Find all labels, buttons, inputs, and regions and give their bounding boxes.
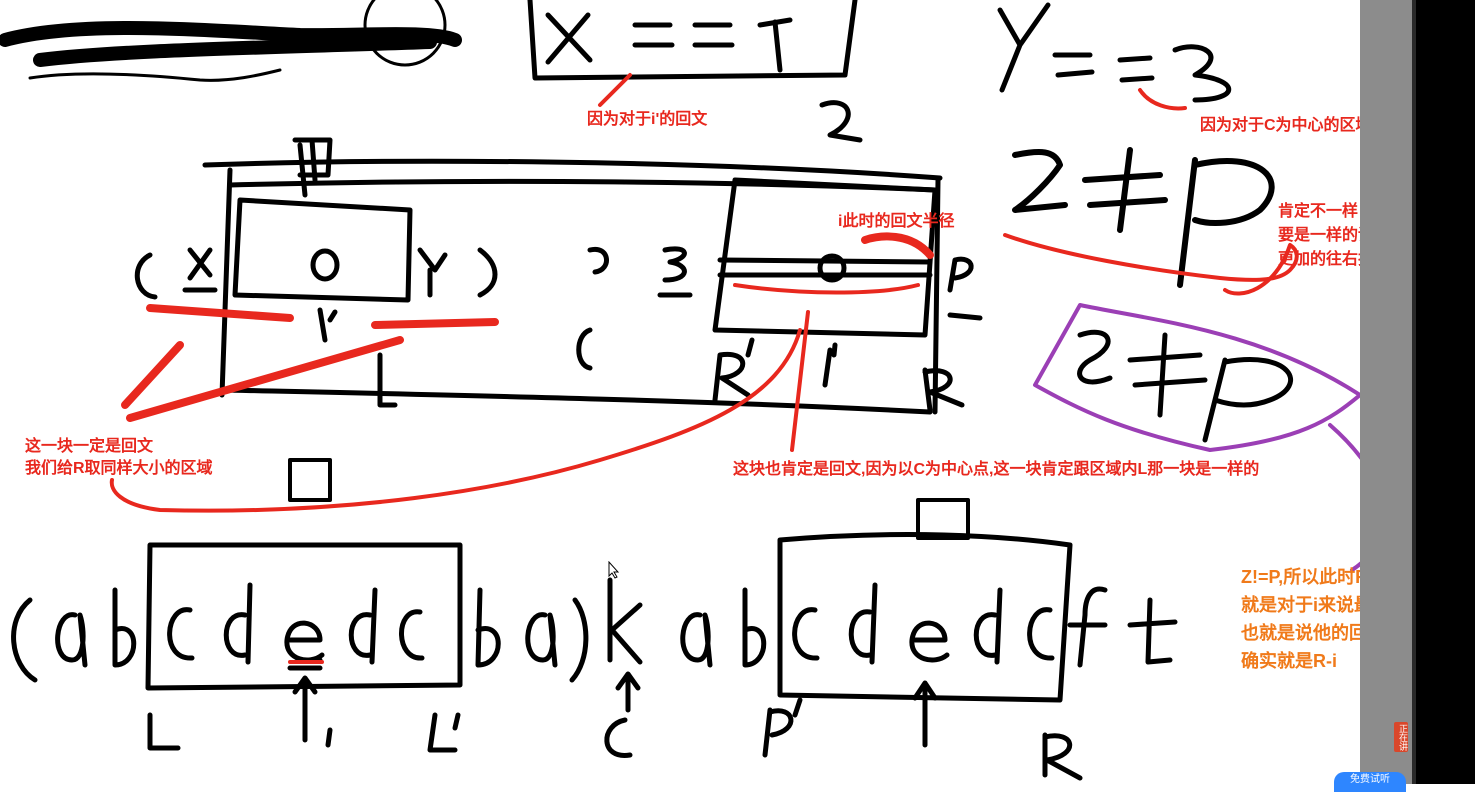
mouse-cursor-icon — [608, 561, 620, 579]
right-side-panel: 正在讲 — [1360, 0, 1475, 784]
annotation-not-same-1: 肯定不一样 — [1278, 203, 1359, 220]
handwriting-ink — [0, 0, 1360, 781]
live-tag[interactable]: 正在讲 — [1394, 722, 1408, 752]
annotation-block-palindrome-2: 我们给R取同样大小的区域 — [25, 460, 213, 477]
panel-divider — [1412, 0, 1416, 784]
annotation-block-palindrome-1: 这一块一定是回文 — [25, 438, 154, 455]
scrollbar-track[interactable] — [1360, 0, 1412, 784]
annotation-radius: i此时的回文半径 — [838, 213, 955, 230]
free-trial-button[interactable]: 免费试听 — [1334, 772, 1406, 792]
annotation-also-palindrome: 这块也肯定是回文,因为以C为中心点,这一块肯定跟区域内L那一块是一样的 — [733, 461, 1260, 478]
annotation-conclusion-4: 确实就是R-i — [1241, 651, 1337, 671]
annotation-palindrome-i-prime: 因为对于i'的回文 — [587, 111, 708, 128]
whiteboard-canvas[interactable]: 因为对于i'的回文 因为对于C为中心的区域的回文 i此时的回文半径 肯定不一样 … — [0, 0, 1450, 784]
